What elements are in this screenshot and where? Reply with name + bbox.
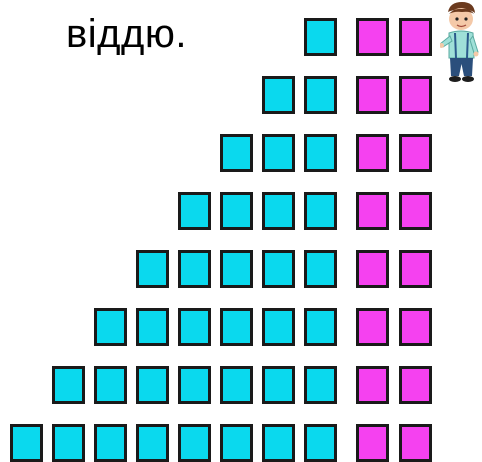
- blue-square: [178, 250, 211, 288]
- blue-square: [94, 308, 127, 346]
- blue-square: [304, 250, 337, 288]
- blue-square: [262, 366, 295, 404]
- blue-square: [52, 366, 85, 404]
- pink-square: [356, 134, 389, 172]
- pink-square: [356, 366, 389, 404]
- pink-square: [356, 424, 389, 462]
- blue-square: [262, 76, 295, 114]
- blue-square: [136, 366, 169, 404]
- blue-square: [94, 366, 127, 404]
- blue-square: [304, 308, 337, 346]
- pink-square: [399, 192, 432, 230]
- blue-square: [304, 134, 337, 172]
- blue-square: [178, 308, 211, 346]
- blue-square: [262, 134, 295, 172]
- blue-square: [262, 308, 295, 346]
- blue-square: [94, 424, 127, 462]
- page-title: віддю.: [66, 12, 187, 57]
- pink-square: [399, 424, 432, 462]
- blue-square: [220, 250, 253, 288]
- blue-square: [220, 424, 253, 462]
- pink-square: [356, 76, 389, 114]
- pink-square: [399, 308, 432, 346]
- blue-square: [304, 18, 337, 56]
- blue-square: [178, 424, 211, 462]
- pink-square: [356, 308, 389, 346]
- blue-square: [136, 308, 169, 346]
- blue-square: [136, 250, 169, 288]
- pink-square: [399, 366, 432, 404]
- blue-square: [178, 366, 211, 404]
- blue-square: [304, 424, 337, 462]
- pink-square: [399, 134, 432, 172]
- boy-figure-icon: [440, 0, 482, 86]
- blue-square: [304, 76, 337, 114]
- blue-square: [262, 192, 295, 230]
- pink-square: [356, 18, 389, 56]
- blue-square: [262, 424, 295, 462]
- pink-square: [399, 76, 432, 114]
- blue-square: [10, 424, 43, 462]
- pink-square: [356, 192, 389, 230]
- blue-square: [304, 366, 337, 404]
- blue-square: [178, 192, 211, 230]
- pink-square: [399, 18, 432, 56]
- blue-square: [136, 424, 169, 462]
- pink-square: [399, 250, 432, 288]
- blue-square: [220, 366, 253, 404]
- blue-square: [304, 192, 337, 230]
- blue-square: [220, 192, 253, 230]
- blue-square: [52, 424, 85, 462]
- blue-square: [220, 308, 253, 346]
- blue-square: [262, 250, 295, 288]
- blue-square: [220, 134, 253, 172]
- pink-square: [356, 250, 389, 288]
